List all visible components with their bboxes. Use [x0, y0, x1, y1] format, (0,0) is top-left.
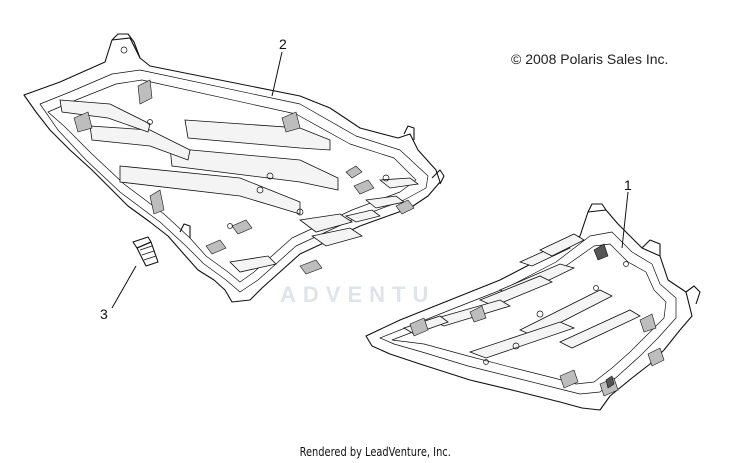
callout-1: 1: [624, 177, 632, 193]
leader-line-3: [111, 265, 137, 309]
footer-text: Rendered by LeadVenture, Inc.: [299, 445, 451, 459]
footer-credit: Rendered by LeadVenture, Inc.: [0, 445, 750, 459]
callout-2: 2: [279, 36, 287, 52]
skid-plate-front: [365, 203, 701, 411]
leader-line-1: [621, 191, 629, 249]
bolt: [132, 236, 159, 267]
copyright-notice: © 2008 Polaris Sales Inc.: [511, 51, 669, 67]
callout-3: 3: [100, 306, 108, 322]
skid-plate-rear: [23, 33, 445, 303]
watermark-text: ADVENTU: [280, 282, 436, 307]
leader-line-2: [271, 51, 283, 97]
